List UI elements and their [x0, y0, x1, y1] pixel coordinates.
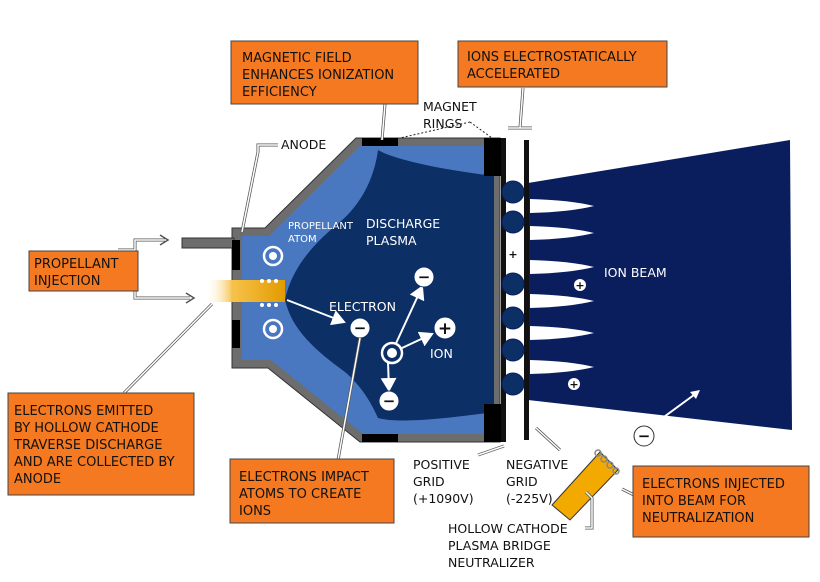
propellant-atom-label-1: PROPELLANT	[288, 221, 354, 232]
magnet-rings-leader	[399, 121, 493, 139]
svg-text:+: +	[569, 378, 578, 391]
svg-text:ENHANCES IONIZATION: ENHANCES IONIZATION	[242, 68, 394, 83]
svg-text:INJECTION: INJECTION	[34, 274, 100, 289]
positive-grid-label-1: POSITIVE	[413, 457, 470, 472]
magnet-rings-label-2: RINGS	[423, 116, 462, 131]
discharge-plasma-label-2: PLASMA	[366, 233, 417, 248]
neutralizer-electron-icon: −	[633, 425, 655, 447]
negative-grid	[524, 140, 529, 440]
neutralizer-label-2: PLASMA BRIDGE	[448, 538, 551, 553]
ion-label: ION	[430, 346, 453, 361]
callout-electrons-injected: ELECTRONS INJECTED INTO BEAM FOR NEUTRAL…	[632, 465, 810, 538]
svg-text:ELECTRONS EMITTED: ELECTRONS EMITTED	[14, 404, 153, 419]
neutralizer-label-3: NEUTRALIZER	[448, 555, 535, 570]
neutralizer-cathode	[551, 390, 700, 521]
svg-text:−: −	[383, 392, 396, 410]
negative-grid-label-3: (-225V)	[506, 491, 553, 506]
callout-ions-accelerated: IONS ELECTROSTATICALLY ACCELERATED	[457, 40, 668, 88]
svg-text:−: −	[418, 268, 431, 286]
electron-icon-top: −	[413, 266, 435, 288]
negative-grid-label-2: GRID	[506, 474, 538, 489]
electron-icon-mid: −	[349, 317, 371, 339]
positive-grid-label-2: GRID	[413, 474, 445, 489]
ion-icon: +	[433, 316, 457, 340]
neutralizer-label-1: HOLLOW CATHODE	[448, 521, 568, 536]
svg-text:BY HOLLOW CATHODE: BY HOLLOW CATHODE	[14, 421, 159, 436]
svg-text:IONS ELECTROSTATICALLY: IONS ELECTROSTATICALLY	[467, 50, 637, 65]
callout-electrons-impact: ELECTRONS IMPACT ATOMS TO CREATE IONS	[229, 458, 395, 524]
svg-text:ACCELERATED: ACCELERATED	[467, 67, 560, 82]
propellant-inlet-pipe	[181, 237, 235, 249]
magnet-ring-front-top	[484, 138, 502, 176]
propellant-atom-label-2: ATOM	[288, 234, 317, 245]
hollow-cathode	[205, 280, 285, 302]
svg-text:ELECTRONS IMPACT: ELECTRONS IMPACT	[239, 470, 369, 485]
electron-label: ELECTRON	[329, 299, 396, 314]
magnet-ring-left-top	[232, 240, 240, 270]
svg-text:PROPELLANT: PROPELLANT	[34, 257, 119, 272]
svg-text:IONS: IONS	[239, 504, 271, 519]
electron-icon-low: −	[378, 390, 400, 412]
magnet-ring-front-bottom	[484, 404, 502, 442]
discharge-plasma-region	[285, 150, 494, 421]
beam-ion-icons: + + +	[507, 248, 586, 391]
svg-text:ANODE: ANODE	[14, 472, 61, 487]
negative-grid-label-1: NEGATIVE	[506, 457, 568, 472]
magnet-ring-left-bottom	[232, 320, 240, 348]
grid-apertures	[501, 180, 525, 396]
ion-beamlets	[530, 199, 594, 374]
svg-text:−: −	[354, 319, 367, 337]
svg-text:+: +	[438, 319, 452, 339]
svg-text:EFFICIENCY: EFFICIENCY	[242, 85, 317, 100]
ion-beam-label: ION BEAM	[604, 265, 667, 280]
svg-text:MAGNETIC FIELD: MAGNETIC FIELD	[242, 51, 352, 66]
ion-beam	[528, 140, 792, 430]
magnet-ring-top	[362, 138, 398, 146]
callout-magnetic-field: MAGNETIC FIELD ENHANCES IONIZATION EFFIC…	[230, 40, 419, 105]
discharge-plasma-label-1: DISCHARGE	[366, 216, 440, 231]
svg-text:+: +	[575, 279, 584, 292]
svg-text:AND ARE COLLECTED BY: AND ARE COLLECTED BY	[14, 455, 175, 470]
svg-text:NEUTRALIZATION: NEUTRALIZATION	[642, 511, 754, 526]
svg-text:INTO BEAM FOR: INTO BEAM FOR	[642, 494, 746, 509]
cathode-electron-dots	[260, 279, 278, 307]
svg-text:ATOMS TO CREATE: ATOMS TO CREATE	[239, 487, 361, 502]
callout-propellant-injection: PROPELLANT INJECTION	[28, 250, 139, 292]
svg-text:TRAVERSE DISCHARGE: TRAVERSE DISCHARGE	[13, 438, 162, 453]
positive-grid-label-3: (+1090V)	[413, 491, 474, 506]
svg-text:−: −	[638, 427, 651, 445]
magnet-ring-bottom	[362, 434, 398, 442]
svg-text:+: +	[508, 248, 517, 261]
propellant-atom-icons	[262, 245, 284, 340]
callout-electrons-emitted: ELECTRONS EMITTED BY HOLLOW CATHODE TRAV…	[7, 392, 195, 496]
svg-text:ELECTRONS INJECTED: ELECTRONS INJECTED	[642, 477, 785, 492]
anode-label: ANODE	[281, 137, 326, 152]
ionization-event	[286, 285, 434, 392]
magnet-rings-label-1: MAGNET	[423, 99, 477, 114]
